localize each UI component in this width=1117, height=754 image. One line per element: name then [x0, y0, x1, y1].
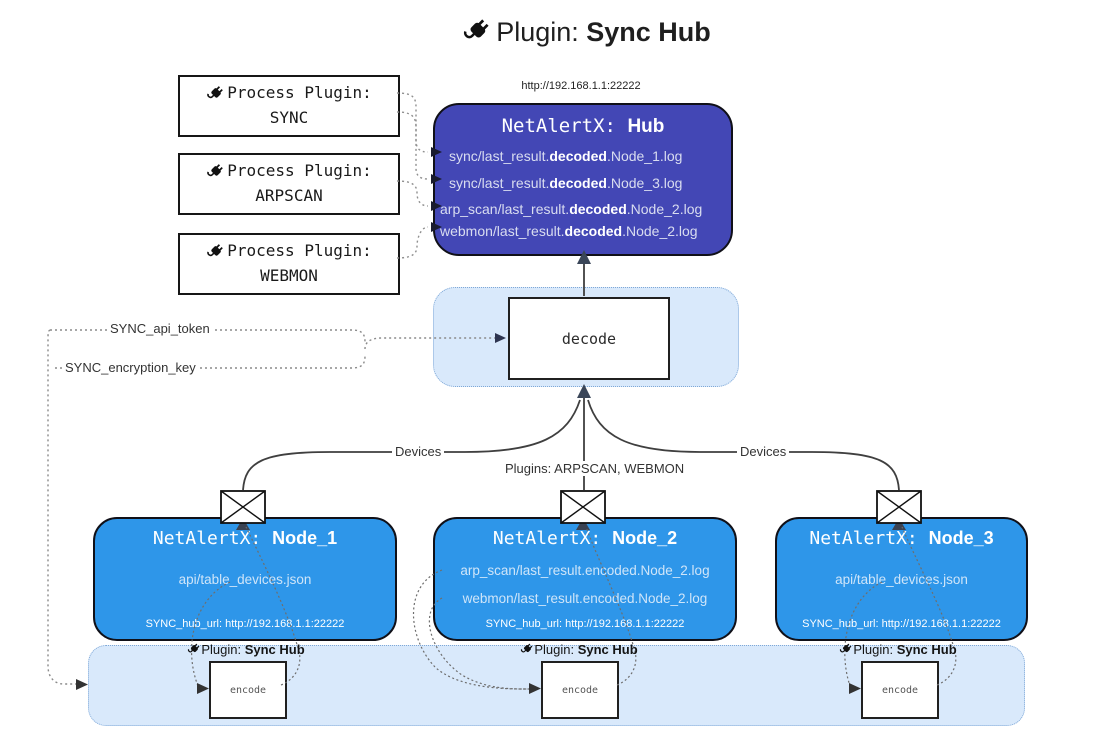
node-hub-url: SYNC_hub_url: http://192.168.1.1:22222: [145, 618, 345, 630]
band-entry-arrowhead: [76, 679, 88, 690]
node-title: NetAlertX: Node_1: [152, 528, 338, 549]
plug-icon: [187, 642, 201, 656]
page-title-prefix: Plugin:: [496, 17, 587, 47]
envelope-icon: [876, 490, 922, 524]
hub-url: http://192.168.1.1:22222: [521, 80, 641, 92]
devices-label-left: Devices: [392, 444, 445, 459]
plug-icon: [206, 162, 225, 181]
node-file: api/table_devices.json: [835, 572, 968, 587]
hub-title-bold: Hub: [627, 116, 665, 137]
process-plugin-arpscan: Process Plugin: ARPSCAN: [178, 153, 400, 215]
page-title-bold: Sync Hub: [586, 17, 711, 47]
envelope-icon: [220, 490, 266, 524]
sync-encryption-key-label: SYNC_encryption_key: [62, 360, 199, 375]
encode-box: encode: [541, 661, 619, 719]
process-plugin-name: ARPSCAN: [255, 186, 323, 205]
node-hub-url: SYNC_hub_url: http://192.168.1.1:22222: [485, 618, 685, 630]
plug-icon: [520, 642, 534, 656]
page-title: Plugin: Sync Hub: [28, 16, 1117, 48]
node-1-box: NetAlertX: Node_1 api/table_devices.json…: [93, 517, 397, 641]
process-plugin-name: WEBMON: [260, 266, 318, 285]
plug-icon: [206, 242, 225, 261]
hub-title-prefix: NetAlertX:: [501, 115, 628, 137]
plugins-label-middle: Plugins: ARPSCAN, WEBMON: [502, 461, 688, 476]
sync-api-token-label: SYNC_api_token: [107, 321, 213, 336]
encode-box: encode: [861, 661, 939, 719]
hub-log-line: arp_scan/last_result.decoded.Node_2.log: [440, 201, 703, 217]
node-file: webmon/last_result.encoded.Node_2.log: [462, 591, 708, 606]
envelope-icon: [560, 490, 606, 524]
plug-icon: [462, 16, 492, 46]
node-file: api/table_devices.json: [178, 572, 312, 587]
encode-plugin-label: Plugin: Sync Hub: [808, 642, 988, 657]
hub-log-line: sync/last_result.decoded.Node_1.log: [449, 148, 683, 164]
encode-label: encode: [881, 684, 919, 696]
process-plugin-label: Process Plugin:: [227, 83, 372, 103]
hub-log-line: webmon/last_result.decoded.Node_2.log: [440, 223, 698, 239]
process-plugin-sync: Process Plugin: SYNC: [178, 75, 400, 137]
encode-plugin-label: Plugin: Sync Hub: [156, 642, 336, 657]
process-plugin-label: Process Plugin:: [227, 241, 372, 261]
encode-label: encode: [561, 684, 599, 696]
node-3-box: NetAlertX: Node_3 api/table_devices.json…: [775, 517, 1028, 641]
hub-log-line: sync/last_result.decoded.Node_3.log: [449, 175, 683, 191]
node-2-box: NetAlertX: Node_2 arp_scan/last_result.e…: [433, 517, 737, 641]
process-plugin-label: Process Plugin:: [227, 161, 372, 181]
hub-title: NetAlertX: Hub: [435, 115, 731, 138]
hub-box: NetAlertX: Hub sync/last_result.decoded.…: [433, 103, 733, 256]
node-file: arp_scan/last_result.encoded.Node_2.log: [460, 563, 710, 578]
plugin-to-hub-dotted-lines: [396, 92, 429, 259]
encode-plugin-label: Plugin: Sync Hub: [489, 642, 669, 657]
encode-box: encode: [209, 661, 287, 719]
node-title: NetAlertX: Node_3: [809, 528, 994, 549]
decode-box: decode: [508, 297, 670, 380]
plug-icon: [839, 642, 853, 656]
devices-label-right: Devices: [737, 444, 790, 459]
node-title: NetAlertX: Node_2: [492, 528, 678, 549]
node-hub-url: SYNC_hub_url: http://192.168.1.1:22222: [802, 618, 1001, 630]
encode-label: encode: [229, 684, 267, 696]
process-plugin-webmon: Process Plugin: WEBMON: [178, 233, 400, 295]
decode-label: decode: [561, 329, 617, 348]
plug-icon: [206, 84, 225, 103]
process-plugin-name: SYNC: [269, 108, 309, 127]
